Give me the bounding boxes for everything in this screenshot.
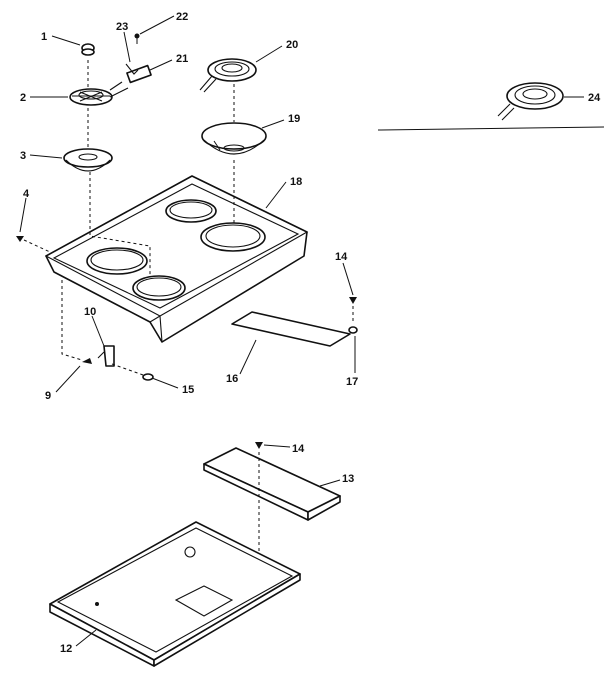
callout-2: 2 <box>20 92 26 104</box>
part-13-access-panel <box>203 447 341 521</box>
callout-19: 19 <box>288 113 300 125</box>
callout-15: 15 <box>182 384 194 396</box>
part-21-terminal-block <box>109 64 152 91</box>
part-18-cooktop <box>44 175 309 343</box>
callout-9: 9 <box>45 390 51 402</box>
part-20-surface-element <box>199 58 257 93</box>
part-12-bottom-pan <box>49 521 301 667</box>
callout-16: 16 <box>226 373 238 385</box>
callout-18: 18 <box>290 176 302 188</box>
callout-17: 17 <box>346 376 358 388</box>
callout-14-upper: 14 <box>335 251 348 263</box>
part-17-clip <box>348 326 358 334</box>
assembly-line-screw <box>23 239 51 253</box>
part-14-screw-upper <box>349 297 357 304</box>
callout-4: 4 <box>23 188 30 200</box>
callout-23: 23 <box>116 21 128 33</box>
callout-12: 12 <box>60 643 72 655</box>
assembly-line-13 <box>163 452 260 612</box>
callout-13: 13 <box>342 473 354 485</box>
assembly-line-bowl <box>89 172 151 276</box>
callout-22: 22 <box>176 11 188 23</box>
separator-line <box>377 126 605 131</box>
callout-1: 1 <box>41 31 47 43</box>
part-9-screw <box>82 358 92 364</box>
callout-20: 20 <box>286 39 298 51</box>
part-15-clip <box>142 373 154 381</box>
part-4-screw <box>16 236 24 242</box>
assembly-line-clip <box>61 280 83 361</box>
part-19-drip-bowl <box>201 122 267 155</box>
part-14-screw-lower <box>255 442 263 449</box>
part-22-screw <box>134 33 140 44</box>
callout-14-lower: 14 <box>292 443 305 455</box>
part-16-panel <box>231 311 351 347</box>
part-1-knob-cap <box>81 43 95 56</box>
part-2-burner-ring <box>69 87 129 106</box>
callout-24: 24 <box>588 92 601 104</box>
assembly-line-15 <box>111 363 147 377</box>
part-23-clip <box>125 63 139 75</box>
part-10-bracket <box>97 345 115 367</box>
callout-3: 3 <box>20 150 26 162</box>
callout-21: 21 <box>176 53 188 65</box>
part-24-surface-element <box>497 82 564 121</box>
callout-10: 10 <box>84 306 96 318</box>
part-3-drip-bowl <box>63 148 113 172</box>
